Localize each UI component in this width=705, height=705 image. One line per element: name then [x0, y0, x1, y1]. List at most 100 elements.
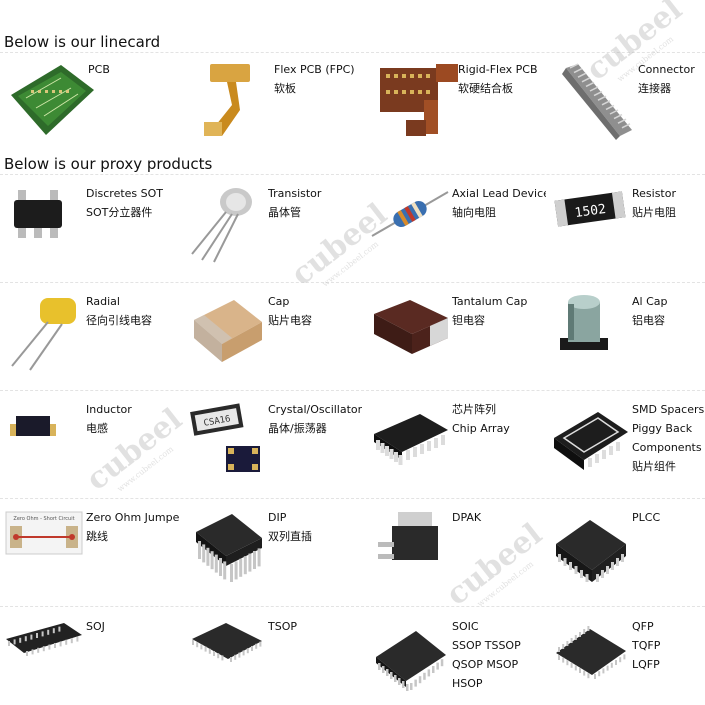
axial-resistor-icon	[370, 184, 450, 248]
product-label-line: 跳线	[86, 530, 108, 543]
row-divider	[0, 390, 705, 391]
product-label-line: QFP	[632, 620, 654, 633]
product-label-line: HSOP	[452, 677, 483, 690]
row-divider	[0, 282, 705, 283]
product-label-line: Piggy Back	[632, 422, 693, 435]
crystal-code: CSA16	[203, 414, 231, 429]
product-label-line: 双列直插	[268, 530, 312, 543]
product-label: Zero Ohm Jumper 跳线	[86, 508, 180, 546]
flex-pcb-icon	[192, 60, 272, 144]
tantalum-capacitor-icon	[370, 292, 450, 366]
crystal-oscillator-icon: CSA16	[186, 400, 266, 484]
product-label: Al Cap 铝电容	[632, 292, 705, 330]
product-label: SOIC SSOP TSSOP QSOP MSOP HSOP	[452, 617, 546, 693]
radial-capacitor-icon	[4, 292, 84, 376]
product-label: PCB	[88, 60, 182, 79]
product-label-line: 电感	[86, 422, 108, 435]
product-label-line: SOT分立器件	[86, 206, 153, 219]
product-label-line: Axial Lead Device	[452, 187, 546, 200]
product-label-line: Inductor	[86, 403, 132, 416]
product-label-line: Radial	[86, 295, 120, 308]
product-label-line: 晶体/振荡器	[268, 422, 327, 435]
tsop-package-icon	[186, 617, 266, 671]
row-divider	[0, 498, 705, 499]
sot-package-icon	[4, 184, 79, 248]
product-label-line: Zero Ohm Jumper	[86, 511, 180, 524]
qfp-package-icon	[550, 617, 630, 691]
product-label-line: SSOP TSSOP	[452, 639, 521, 652]
rigid-flex-pcb-icon	[376, 60, 461, 144]
product-label-line: Crystal/Oscillator	[268, 403, 362, 416]
product-label-line: Cap	[268, 295, 290, 308]
product-label-line: SMD Spacers	[632, 403, 705, 416]
product-label: DPAK	[452, 508, 546, 527]
product-label: Inductor 电感	[86, 400, 180, 438]
row-divider	[0, 174, 705, 175]
inductor-icon	[4, 400, 64, 454]
product-label-line: QSOP MSOP	[452, 658, 519, 671]
linecard-heading: Below is our linecard	[4, 33, 161, 51]
row-divider	[0, 606, 705, 607]
smd-resistor-icon: 1502	[550, 184, 630, 238]
product-label-line: Flex PCB (FPC)	[274, 63, 355, 76]
product-label: Transistor 晶体管	[268, 184, 362, 222]
product-label: Flex PCB (FPC) 软板	[274, 60, 368, 98]
product-label-line: Discretes SOT	[86, 187, 164, 200]
zero-ohm-jumper-icon: Zero Ohm - Short Circuit	[4, 508, 84, 562]
product-label-line: 软板	[274, 82, 296, 95]
product-label: Radial 径向引线电容	[86, 292, 180, 330]
resistor-code: 1502	[574, 202, 607, 221]
product-label-line: DPAK	[452, 511, 482, 524]
product-label-line: 晶体管	[268, 206, 301, 219]
chip-array-icon	[370, 400, 450, 479]
product-label-line: Chip Array	[452, 422, 510, 435]
aluminum-capacitor-icon	[550, 292, 620, 366]
product-label: SOJ	[86, 617, 180, 636]
product-label: 芯片阵列 Chip Array	[452, 400, 546, 438]
product-label-line: Transistor	[268, 187, 322, 200]
product-label: DIP 双列直插	[268, 508, 362, 546]
product-label-line: 贴片电阻	[632, 206, 676, 219]
pcb-board-icon	[6, 60, 96, 144]
dpak-package-icon	[370, 508, 450, 582]
product-label-line: 轴向电阻	[452, 206, 496, 219]
proxy-products-heading: Below is our proxy products	[4, 155, 213, 173]
connector-icon	[556, 60, 636, 144]
product-label-line: SOIC	[452, 620, 479, 633]
product-label-line: 贴片电容	[268, 314, 312, 327]
product-label-line: 贴片组件	[632, 460, 676, 473]
product-label-line: SOJ	[86, 620, 105, 633]
chip-capacitor-icon	[186, 292, 266, 371]
product-label-line: Components	[632, 441, 702, 454]
jumper-caption: Zero Ohm - Short Circuit	[13, 516, 74, 522]
product-label-line: 芯片阵列	[452, 403, 496, 416]
transistor-icon	[186, 184, 261, 268]
plcc-package-icon	[550, 508, 630, 592]
product-label-line: Rigid-Flex PCB	[458, 63, 538, 76]
product-label: Cap 贴片电容	[268, 292, 362, 330]
product-label: Crystal/Oscillator 晶体/振荡器	[268, 400, 362, 438]
product-label-line: 连接器	[638, 82, 671, 95]
smd-spacer-icon	[550, 400, 630, 479]
dip-package-icon	[186, 508, 266, 597]
product-label-line: Resistor	[632, 187, 676, 200]
product-label-line: Al Cap	[632, 295, 668, 308]
product-label: TSOP	[268, 617, 362, 636]
product-label-line: DIP	[268, 511, 287, 524]
product-label-line: 径向引线电容	[86, 314, 152, 327]
soj-package-icon	[4, 617, 84, 671]
product-label: Discretes SOT SOT分立器件	[86, 184, 180, 222]
product-label-line: PLCC	[632, 511, 661, 524]
product-label: PLCC	[632, 508, 705, 527]
product-label-line: TSOP	[268, 620, 297, 633]
product-label: Resistor 贴片电阻	[632, 184, 705, 222]
product-label-line: 钽电容	[452, 314, 485, 327]
product-label-line: PCB	[88, 63, 110, 76]
product-label-line: 铝电容	[632, 314, 665, 327]
